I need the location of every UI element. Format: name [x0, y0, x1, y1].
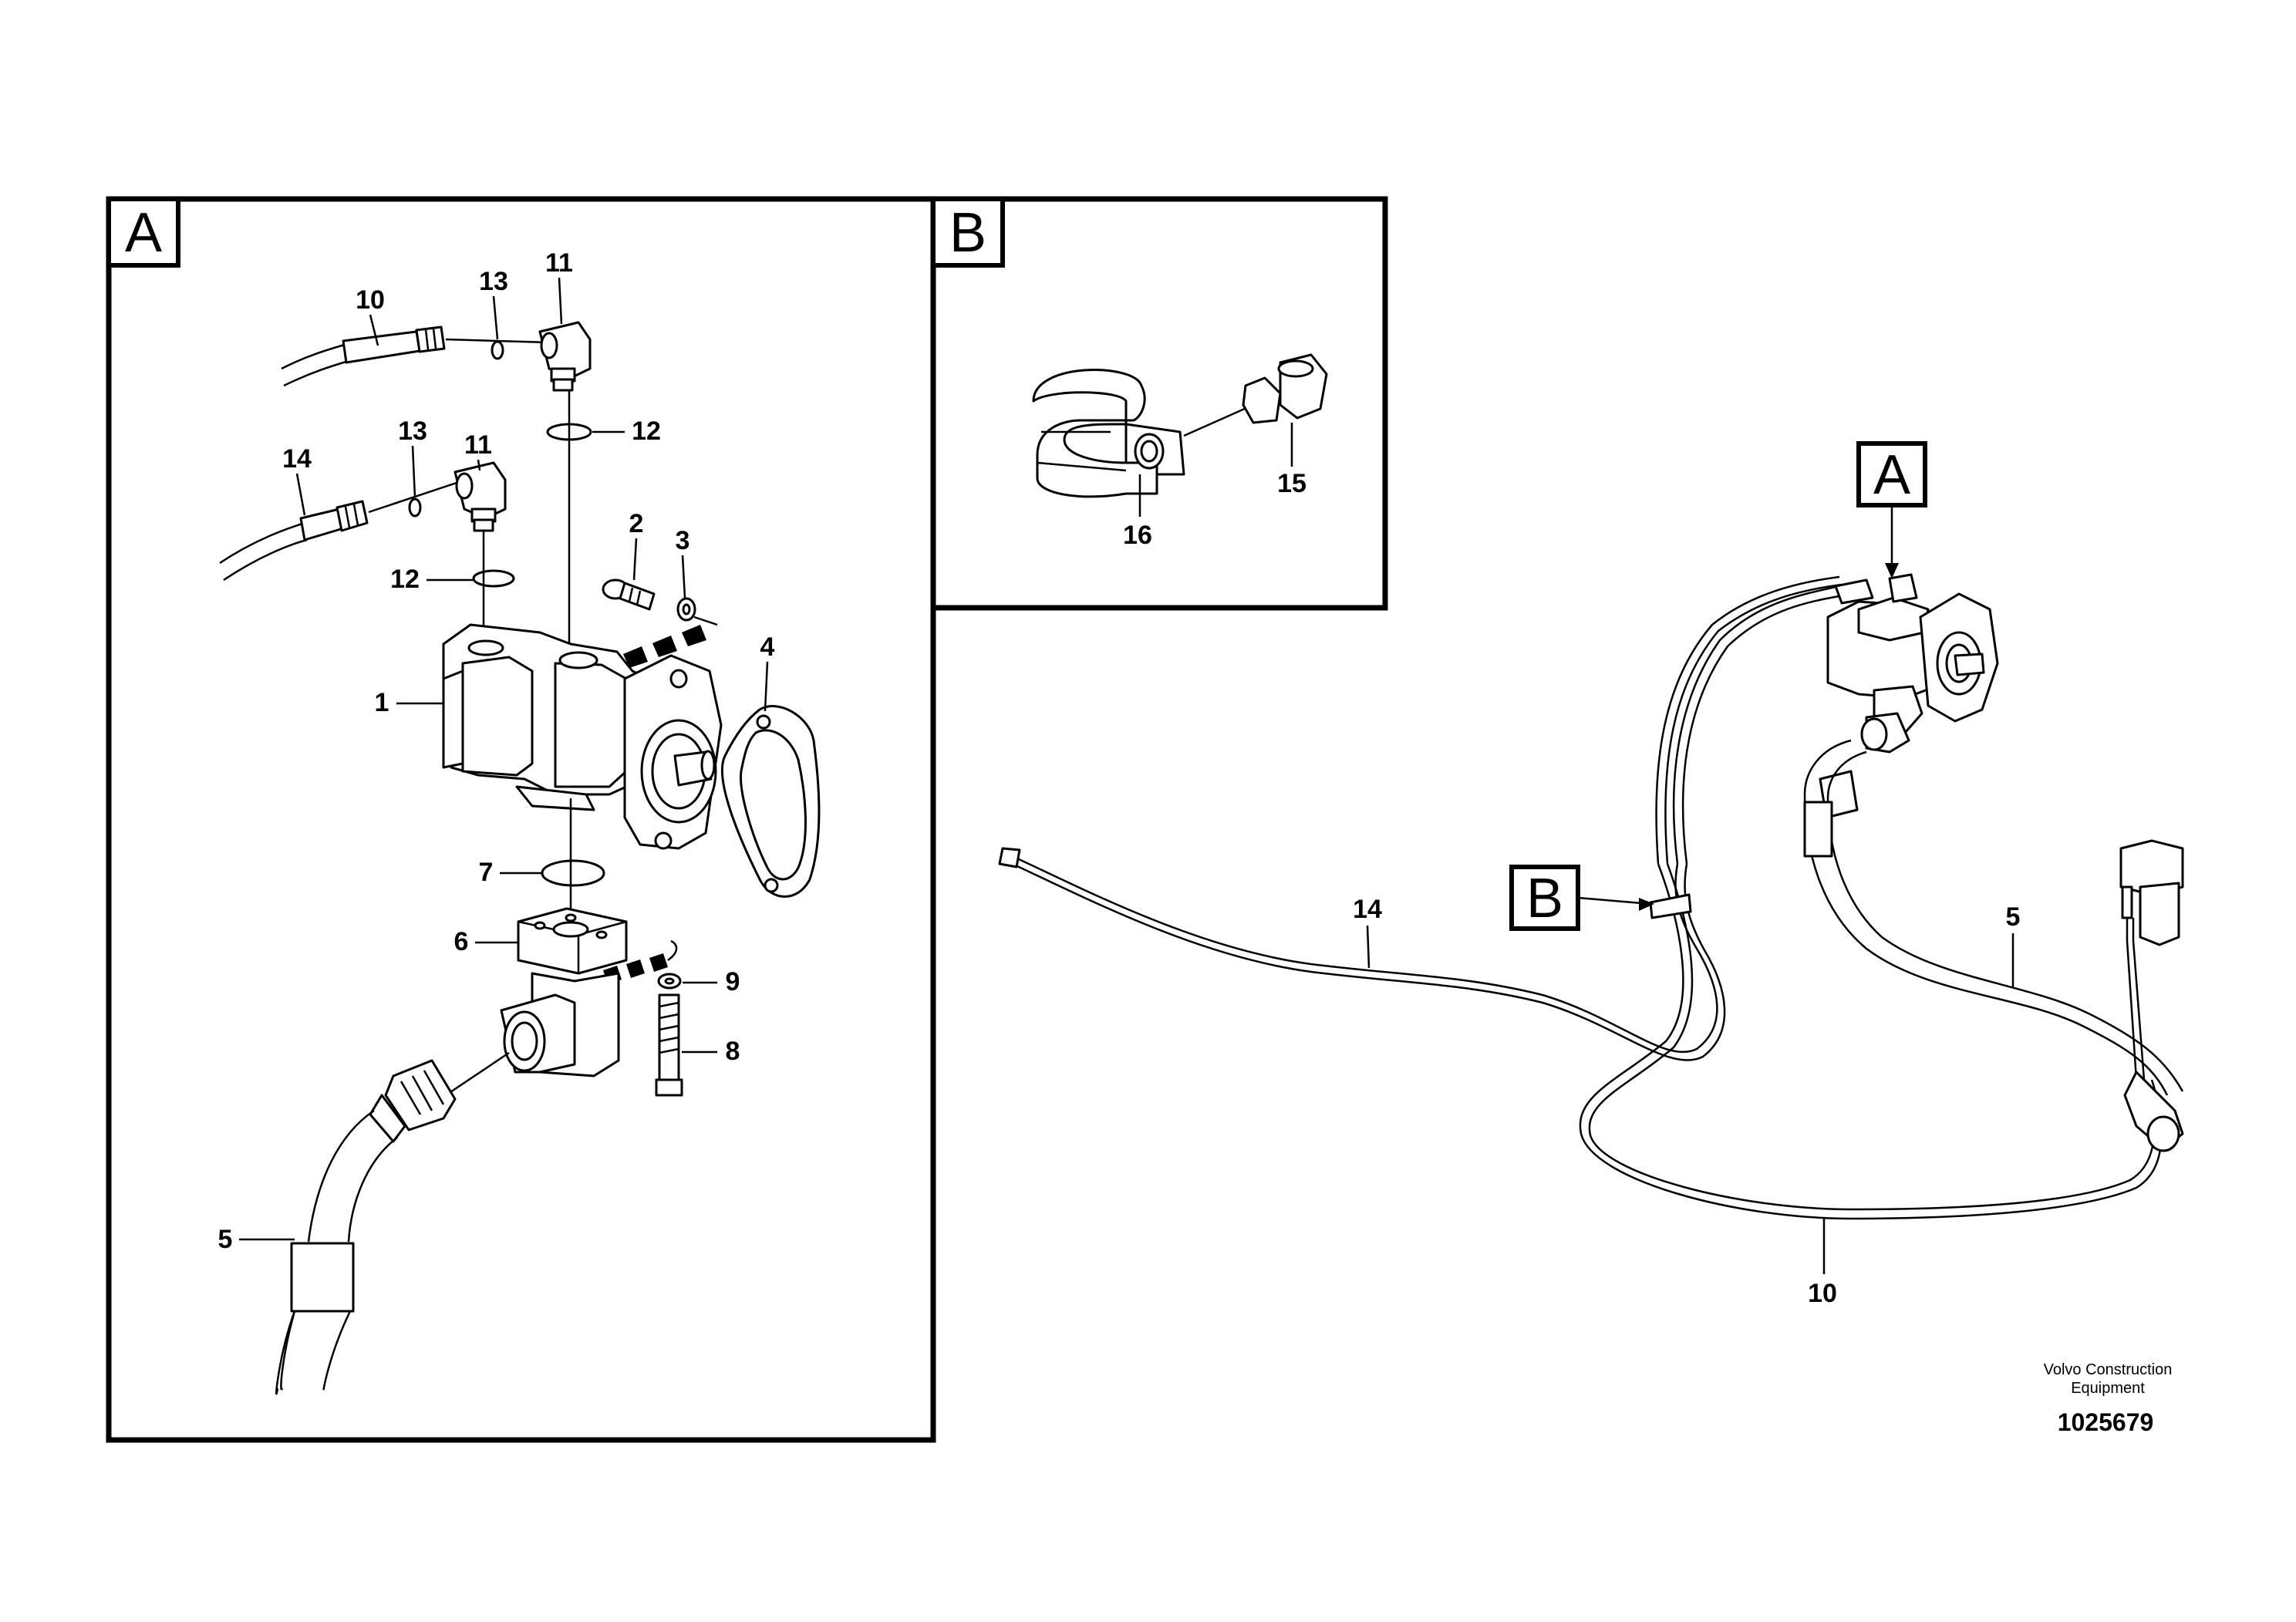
- callout-13-mid: 13: [398, 416, 427, 446]
- callout-4: 4: [760, 632, 775, 662]
- callout-15: 15: [1277, 469, 1306, 498]
- callout-14: 14: [282, 444, 312, 474]
- filter-overview: [2119, 839, 2184, 1152]
- elbow-body: [500, 972, 620, 1077]
- hose-14-detail: [219, 500, 369, 582]
- washer-3: [676, 597, 718, 626]
- hose-5-detail: [275, 1059, 457, 1395]
- detail-panel-b: B 15 16: [930, 196, 1388, 611]
- svg-text:A: A: [1873, 444, 1910, 506]
- bolt-15: [1242, 353, 1328, 424]
- panel-b-label: B: [949, 202, 986, 264]
- credit-line-1: Volvo Construction: [2044, 1361, 2173, 1378]
- hose-10-detail: [281, 325, 446, 387]
- callout-3: 3: [676, 526, 690, 555]
- bolt-8: [655, 993, 683, 1097]
- hose-14-overview: [1008, 853, 1718, 1054]
- svg-text:B: B: [1526, 868, 1563, 929]
- oring-7: [541, 859, 605, 887]
- callout-11-mid: 11: [464, 430, 492, 460]
- callout-12-top: 12: [632, 416, 661, 446]
- panel-a-label: A: [125, 202, 162, 264]
- callout-7: 7: [479, 858, 494, 887]
- gasket-4: [720, 705, 821, 898]
- elbow-fitting-11-top: [538, 321, 592, 392]
- overview-label-b: B: [1509, 865, 1654, 931]
- document-number: 1025679: [2058, 1408, 2154, 1436]
- credit-line-2: Equipment: [2071, 1380, 2145, 1397]
- callout-16: 16: [1123, 521, 1152, 550]
- hose-10-overview: [1579, 863, 2163, 1220]
- callout-6: 6: [454, 927, 469, 956]
- callout-9: 9: [726, 967, 740, 996]
- hydraulic-pump-1: [442, 623, 723, 850]
- callout-2: 2: [629, 509, 644, 538]
- callout-11-top: 11: [545, 248, 573, 278]
- detail-panel-a: A: [106, 196, 936, 1443]
- footer: Volvo Construction Equipment 1025679: [2044, 1361, 2173, 1436]
- oring-13-top: [491, 340, 504, 360]
- callouts-panel-a: 10 13 11 12 14 13 11 12 2 3 4 1 7: [218, 248, 775, 1254]
- callout-13-top: 13: [479, 267, 508, 296]
- callout-8: 8: [726, 1037, 740, 1066]
- callout-12-mid: 12: [390, 565, 420, 594]
- screw-2: [602, 578, 656, 611]
- oring-13-mid: [408, 497, 422, 518]
- overview-label-a: A: [1856, 441, 1927, 578]
- overview-callout-14: 14: [1353, 895, 1382, 924]
- flange-block-6: [517, 907, 628, 975]
- pump-overview: [1826, 573, 1999, 754]
- overview-callout-10: 10: [1808, 1279, 1837, 1308]
- callout-1: 1: [375, 688, 389, 717]
- hose-clamp-16: [1032, 369, 1185, 498]
- washer-9: [657, 973, 682, 990]
- oring-12-mid: [472, 569, 515, 588]
- hose-5-overview: [1803, 739, 2169, 1096]
- overview-callout-5: 5: [2006, 902, 2021, 932]
- callout-10: 10: [356, 285, 385, 315]
- overview-assembly: A B 14 5 10: [998, 441, 2184, 1308]
- callout-5: 5: [218, 1225, 233, 1254]
- elbow-fitting-11-mid: [453, 461, 507, 532]
